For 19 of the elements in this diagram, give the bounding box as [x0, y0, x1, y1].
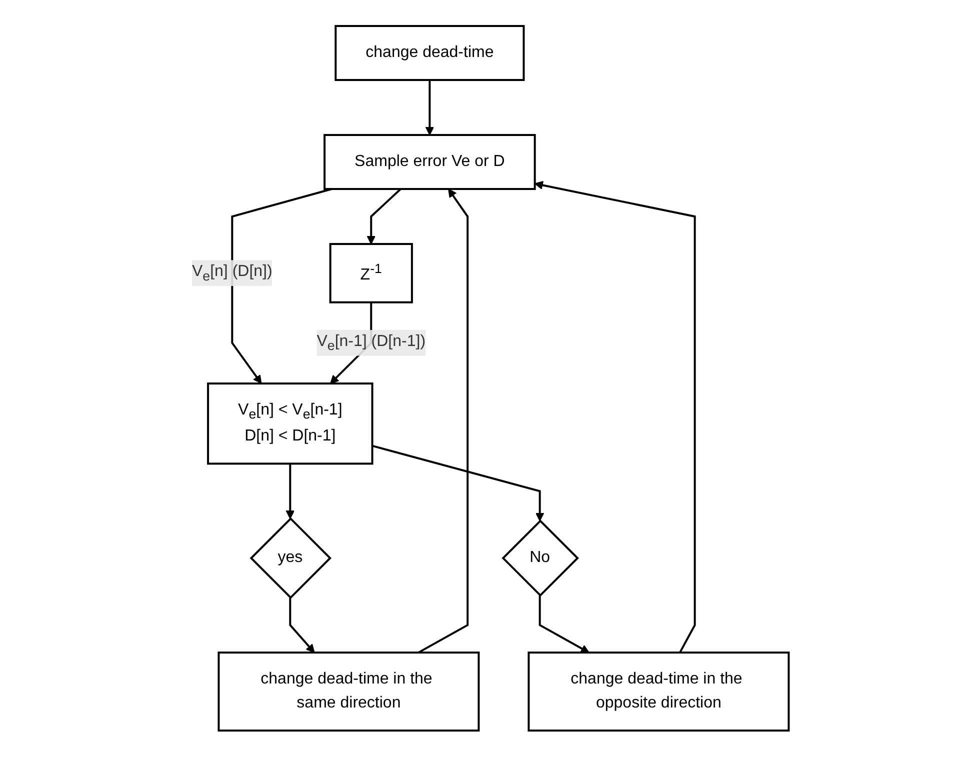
arrow	[424, 80, 434, 136]
arrow	[418, 188, 468, 654]
arrow	[372, 445, 544, 522]
arrow	[230, 188, 332, 384]
node-diamond: No	[501, 520, 579, 597]
node-box: V$_{e}$[n] < V$_{e}$[n-1] D[n] < D[n-1]	[206, 382, 373, 465]
node-box: Sample error Ve or D	[323, 134, 536, 190]
node-diamond: yes	[249, 517, 332, 600]
edge-label: V$_{e}$[n-1] (D[n-1])	[316, 333, 426, 354]
arrow	[366, 188, 401, 245]
node-box: change dead-time in the opposite direction	[527, 652, 790, 732]
arrow	[538, 596, 590, 654]
edge-label: V$_{e}$[n] (D[n])	[192, 263, 272, 284]
node-box: change dead-time	[334, 25, 524, 82]
arrow	[288, 598, 314, 654]
node-box: change dead-time in the same direction	[217, 652, 480, 732]
node-box: Z$^{-1}$	[328, 243, 413, 304]
arrow	[285, 464, 294, 520]
arrow	[534, 181, 696, 654]
